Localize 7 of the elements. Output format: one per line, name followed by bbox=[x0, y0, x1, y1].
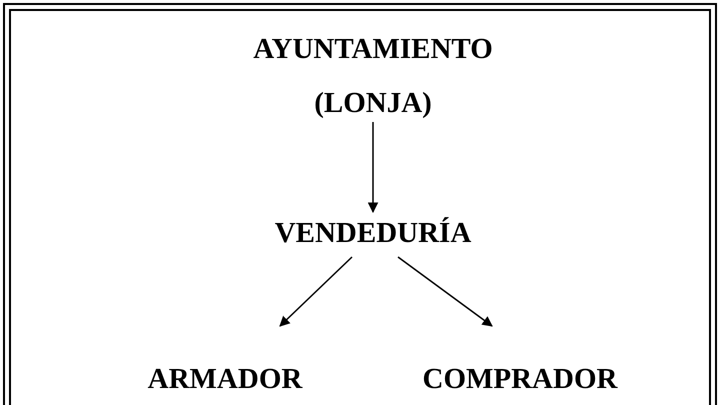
node-label: COMPRADOR bbox=[420, 327, 620, 399]
arrow bbox=[398, 256, 493, 327]
node-label: VENDEDURÍA bbox=[243, 213, 503, 255]
node-label: AYUNTAMIENTO (LONJA) bbox=[223, 22, 523, 120]
arrow bbox=[279, 256, 353, 327]
arrow bbox=[368, 122, 378, 214]
node-label: ARMADOR bbox=[145, 327, 305, 399]
